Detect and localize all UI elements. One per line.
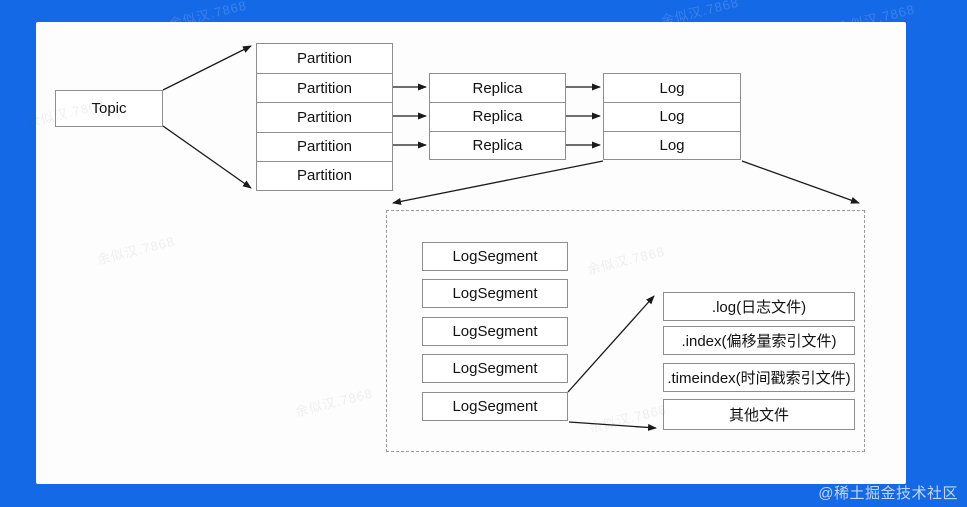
log-segment-box: LogSegment: [422, 242, 568, 271]
log-detail-container: [386, 210, 865, 452]
log-segment-box: LogSegment: [422, 392, 568, 421]
topic-label: Topic: [91, 100, 127, 117]
partition-row: Partition: [257, 160, 392, 190]
partition-row: Partition: [257, 73, 392, 102]
log-row: Log: [604, 130, 740, 159]
partition-row: Partition: [257, 102, 392, 131]
log-file-box: .log(日志文件): [663, 292, 855, 321]
arrow-log-to-detail-right: [741, 160, 860, 204]
partition-row: Partition: [257, 131, 392, 161]
replica-row: Replica: [472, 79, 523, 97]
log-segment-box: LogSegment: [422, 354, 568, 383]
index-file-box: .index(偏移量索引文件): [663, 326, 855, 355]
timeindex-file-box: .timeindex(时间戳索引文件): [663, 363, 855, 392]
other-file-box: 其他文件: [663, 399, 855, 430]
juejin-community-watermark: @稀土掘金技术社区: [818, 485, 958, 502]
log-segment-box: LogSegment: [422, 317, 568, 346]
arrow-log-to-detail-left: [392, 160, 604, 205]
diagram-canvas: Topic Partition Partition Partition Part…: [36, 22, 906, 484]
log-row: Log: [604, 102, 740, 130]
log-row: Log: [659, 79, 685, 97]
log-stack: Log Log Log: [603, 73, 741, 160]
log-segment-box: LogSegment: [422, 279, 568, 308]
partition-stack: Partition Partition Partition Partition …: [256, 43, 393, 191]
topic-box: Topic: [55, 90, 163, 127]
arrow-topic-to-partition-bottom: [162, 125, 252, 189]
replica-row: Replica: [430, 130, 565, 159]
replica-row: Replica: [430, 102, 565, 130]
replica-stack: Replica Replica Replica: [429, 73, 566, 160]
partition-row: Partition: [296, 50, 353, 68]
arrow-topic-to-partition-top: [162, 45, 252, 91]
